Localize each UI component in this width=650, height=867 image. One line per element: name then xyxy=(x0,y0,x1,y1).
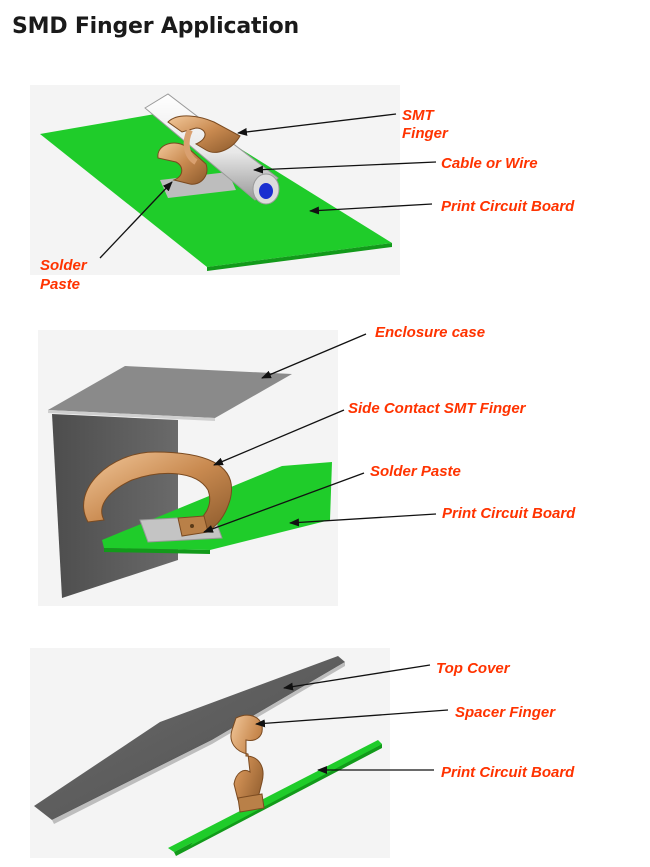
pcb-board-edge xyxy=(207,243,392,271)
label-smt-finger-line2: Finger xyxy=(402,125,449,142)
label-top-cover: Top Cover xyxy=(436,660,511,677)
cable-core xyxy=(259,183,273,199)
label-smt-finger-line1: SMT xyxy=(402,107,436,124)
spacer-finger xyxy=(230,714,265,813)
arrow-solder-1 xyxy=(99,181,173,259)
top-cover-plate xyxy=(34,656,345,820)
smt-finger-clip xyxy=(157,115,241,185)
label-solder-line1: Solder xyxy=(40,257,88,274)
label-pcb-2: Print Circuit Board xyxy=(442,505,576,522)
label-solder-paste-2: Solder Paste xyxy=(370,463,461,480)
panel-2-side-contact xyxy=(38,330,338,606)
arrow-solder-2 xyxy=(203,472,365,533)
arrow-side-finger xyxy=(213,409,345,466)
enclosure-top-flange xyxy=(48,366,292,418)
label-pcb-1: Print Circuit Board xyxy=(441,198,575,215)
label-enclosure-case: Enclosure case xyxy=(375,324,485,341)
arrow-spacer xyxy=(255,709,449,728)
panel-3-spacer xyxy=(30,648,390,858)
panel-3-background xyxy=(30,648,390,858)
label-solder-line2: Paste xyxy=(40,276,80,293)
page-title: SMD Finger Application xyxy=(12,14,299,39)
label-side-contact-finger: Side Contact SMT Finger xyxy=(348,400,527,417)
label-cable-or-wire: Cable or Wire xyxy=(441,155,538,172)
panel-1-cable-clip xyxy=(30,85,400,275)
arrow-pcb-2 xyxy=(289,513,437,527)
arrow-cable xyxy=(253,161,437,174)
label-pcb-3: Print Circuit Board xyxy=(441,764,575,781)
arrow-top-cover xyxy=(283,664,431,691)
arrow-smt-finger xyxy=(237,113,397,136)
arrow-enclosure xyxy=(261,333,367,379)
arrow-pcb-1 xyxy=(309,203,433,215)
label-spacer-finger: Spacer Finger xyxy=(455,704,556,721)
